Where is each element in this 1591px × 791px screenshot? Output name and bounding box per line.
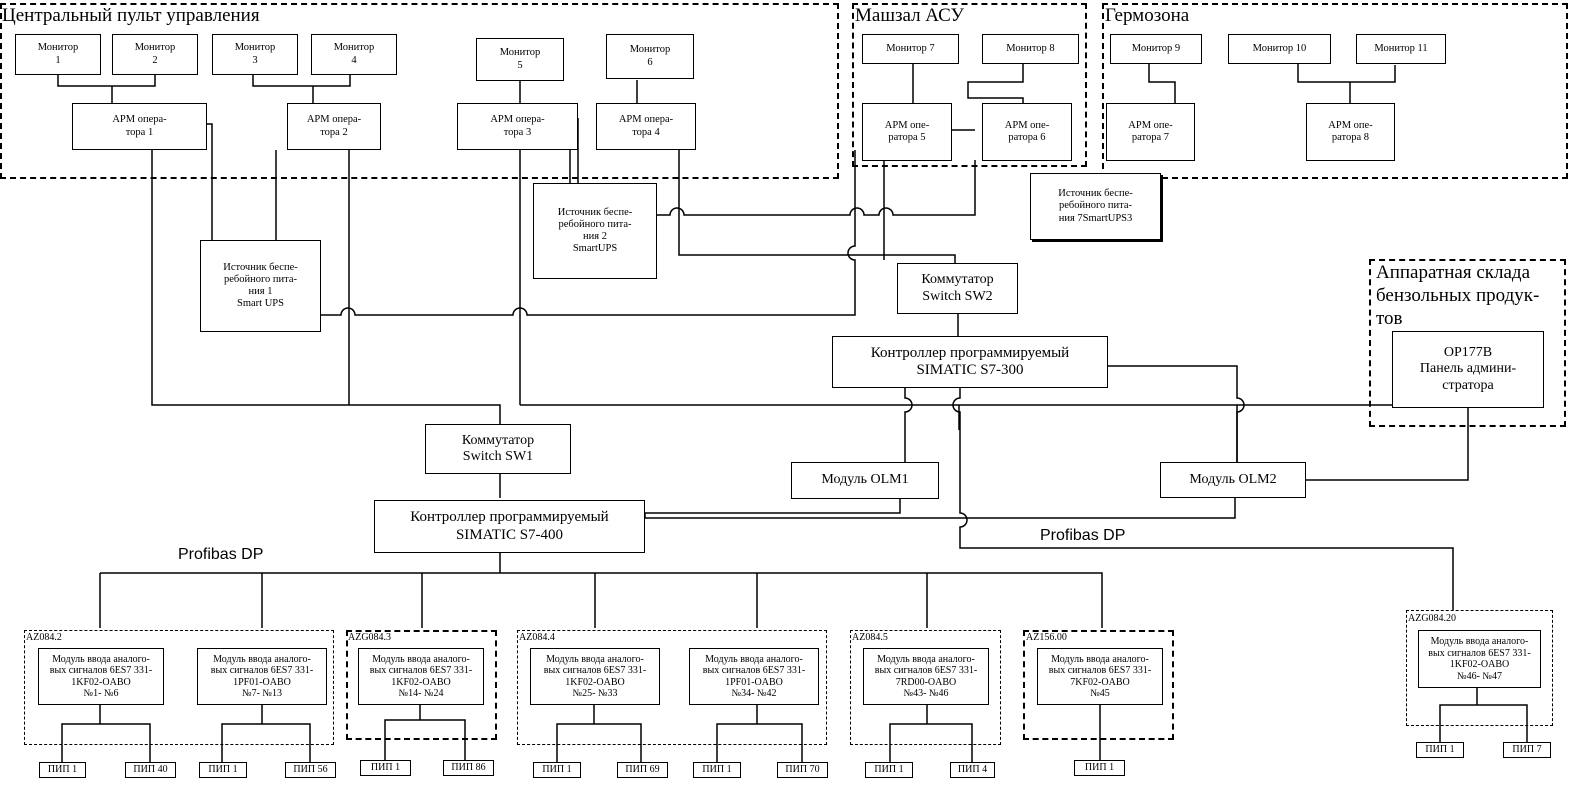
- zone-title-central: Центральный пульт управления: [2, 5, 260, 26]
- module-olm2: Модуль OLM2: [1160, 462, 1306, 498]
- sensor-pip: ПИП 1: [199, 762, 247, 778]
- zone-central-control: [0, 3, 839, 179]
- zone-hermo: [1102, 3, 1568, 179]
- sensor-pip: ПИП 1: [1074, 760, 1125, 776]
- sensor-pip: ПИП 1: [693, 762, 741, 778]
- sensor-pip: ПИП 1: [865, 762, 913, 778]
- cabinet-az084-4: [517, 630, 827, 745]
- cabinet-label: AZ084.5: [852, 632, 888, 643]
- sensor-pip: ПИП 7: [1503, 742, 1551, 758]
- arm-operator-5: АРМ опе- ратора 5: [862, 103, 952, 161]
- monitor-2: Монитор 2: [112, 34, 198, 75]
- monitor-11: Монитор 11: [1356, 34, 1446, 64]
- cabinet-az084-5: [850, 630, 1001, 745]
- arm-operator-8: АРМ опе- ратора 8: [1306, 103, 1395, 161]
- io-module: Модуль ввода аналого- вых сигналов 6ES7 …: [38, 648, 164, 705]
- sensor-pip: ПИП 1: [360, 760, 411, 776]
- arm-operator-2: АРМ опера- тора 2: [287, 103, 381, 150]
- monitor-3: Монитор 3: [212, 34, 298, 75]
- sensor-pip: ПИП 69: [617, 762, 668, 778]
- monitor-9: Монитор 9: [1110, 34, 1202, 64]
- ups-1: Источник беспе- ребойного пита- ния 1 Sm…: [200, 240, 321, 332]
- cabinet-label: AZG084.20: [1408, 613, 1457, 624]
- io-module: Модуль ввода аналого- вых сигналов 6ES7 …: [689, 648, 819, 705]
- cabinet-label: AZG084.3: [348, 632, 392, 643]
- zone-title-fuel: Аппаратная склада бензольных продук-тов: [1376, 262, 1540, 329]
- zone-title-hermo: Гермозона: [1105, 5, 1190, 26]
- io-module: Модуль ввода аналого- вых сигналов 6ES7 …: [863, 648, 989, 705]
- monitor-8: Монитор 8: [982, 34, 1079, 64]
- io-module: Модуль ввода аналого- вых сигналов 6ES7 …: [530, 648, 660, 705]
- panel-op177b: OP177B Панель админи- стратора: [1392, 331, 1544, 408]
- monitor-10: Монитор 10: [1228, 34, 1331, 64]
- plc-s7-400: Контроллер программируемый SIMATIC S7-40…: [374, 500, 645, 553]
- io-module: Модуль ввода аналого- вых сигналов 6ES7 …: [1037, 648, 1163, 705]
- switch-sw1: Коммутатор Switch SW1: [425, 424, 571, 474]
- plc-s7-300: Контроллер программируемый SIMATIC S7-30…: [832, 336, 1108, 388]
- cabinet-label: AZ084.4: [519, 632, 555, 643]
- cabinet-az084-2: [24, 630, 334, 745]
- cabinet-azg084-3: [346, 630, 497, 740]
- switch-sw2: Коммутатор Switch SW2: [897, 263, 1018, 314]
- cabinet-label: AZ156.00: [1026, 632, 1067, 643]
- sensor-pip: ПИП 56: [285, 762, 336, 778]
- cabinet-label: AZ084.2: [26, 632, 62, 643]
- profibus-label-right: Profibas DP: [1040, 527, 1126, 544]
- zone-machine-hall: [852, 3, 1087, 167]
- arm-operator-6: АРМ опе- ратора 6: [982, 103, 1072, 161]
- sensor-pip: ПИП 86: [443, 760, 494, 776]
- sensor-pip: ПИП 40: [125, 762, 176, 778]
- sensor-pip: ПИП 70: [777, 762, 828, 778]
- monitor-6: Монитор 6: [606, 34, 694, 79]
- ups-3: Источник беспе- ребойного пита- ния 7Sma…: [1030, 173, 1161, 240]
- zone-title-machine: Машзал АСУ: [855, 5, 964, 26]
- monitor-1: Монитор 1: [15, 34, 101, 75]
- arm-operator-3: АРМ опера- тора 3: [457, 103, 578, 150]
- io-module: Модуль ввода аналого- вых сигналов 6ES7 …: [1418, 630, 1541, 688]
- module-olm1: Модуль OLM1: [791, 462, 939, 499]
- io-module: Модуль ввода аналого- вых сигналов 6ES7 …: [197, 648, 327, 705]
- profibus-label-left: Profibas DP: [178, 546, 264, 563]
- arm-operator-4: АРМ опера- тора 4: [596, 103, 696, 150]
- cabinet-az156-00: [1023, 630, 1174, 740]
- sensor-pip: ПИП 1: [39, 762, 86, 778]
- arm-operator-7: АРМ опе- ратора 7: [1106, 103, 1195, 161]
- monitor-4: Монитор 4: [311, 34, 397, 75]
- cabinet-azg084-20: [1406, 610, 1553, 726]
- arm-operator-1: АРМ опера- тора 1: [72, 103, 207, 150]
- sensor-pip: ПИП 1: [533, 762, 581, 778]
- ups-2: Источник беспе- ребойного пита- ния 2 Sm…: [533, 183, 657, 279]
- monitor-5: Монитор 5: [476, 38, 564, 81]
- sensor-pip: ПИП 4: [950, 762, 995, 778]
- io-module: Модуль ввода аналого- вых сигналов 6ES7 …: [358, 648, 484, 705]
- monitor-7: Монитор 7: [862, 34, 959, 64]
- sensor-pip: ПИП 1: [1416, 742, 1464, 758]
